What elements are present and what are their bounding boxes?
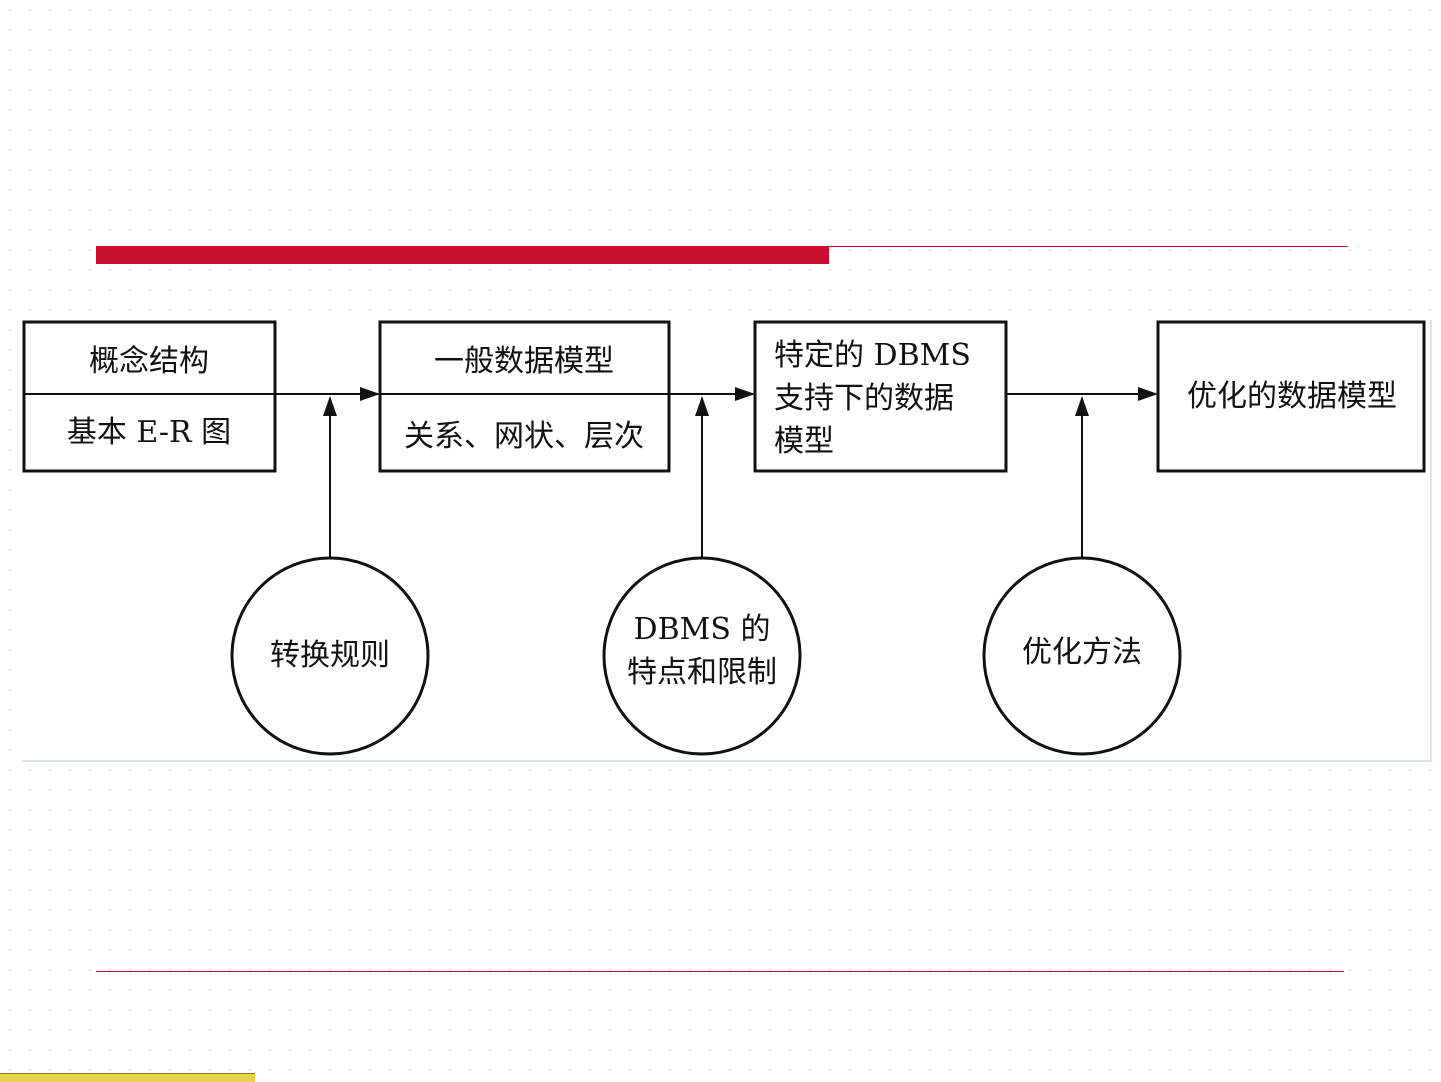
box-conceptual-structure: 概念结构 基本 E-R 图	[24, 322, 275, 471]
circle1-text: 转换规则	[270, 638, 390, 673]
footer-accent-line	[96, 971, 1344, 972]
box1-top-text: 概念结构	[89, 344, 209, 379]
design-flow-diagram: 概念结构 基本 E-R 图 一般数据模型 关系、网状、层次 特定的 DBMS 支…	[22, 320, 1432, 762]
box-general-data-model: 一般数据模型 关系、网状、层次	[380, 322, 669, 471]
circle2-line-2: 特点和限制	[627, 655, 777, 690]
box3-line-1: 特定的 DBMS	[774, 338, 971, 373]
title-accent-line	[829, 246, 1348, 247]
circle3-text: 优化方法	[1022, 635, 1142, 670]
circle-optimization-methods: 优化方法	[984, 558, 1180, 754]
diagram-canvas: 概念结构 基本 E-R 图 一般数据模型 关系、网状、层次 特定的 DBMS 支…	[22, 320, 1430, 760]
box1-bottom-text: 基本 E-R 图	[67, 415, 231, 450]
box2-bottom-text: 关系、网状、层次	[404, 419, 644, 454]
circle2-line-1: DBMS 的	[634, 612, 771, 647]
circle-dbms-features: DBMS 的 特点和限制	[604, 558, 800, 754]
box3-line-2: 支持下的数据	[774, 381, 954, 416]
box-dbms-specific-model: 特定的 DBMS 支持下的数据 模型	[755, 322, 1006, 471]
box-optimized-data-model: 优化的数据模型	[1158, 322, 1424, 471]
box2-top-text: 一般数据模型	[434, 344, 614, 379]
box4-text: 优化的数据模型	[1187, 379, 1397, 414]
circle-conversion-rules: 转换规则	[232, 558, 428, 754]
box3-line-3: 模型	[774, 424, 834, 459]
title-accent-bar	[96, 246, 829, 264]
